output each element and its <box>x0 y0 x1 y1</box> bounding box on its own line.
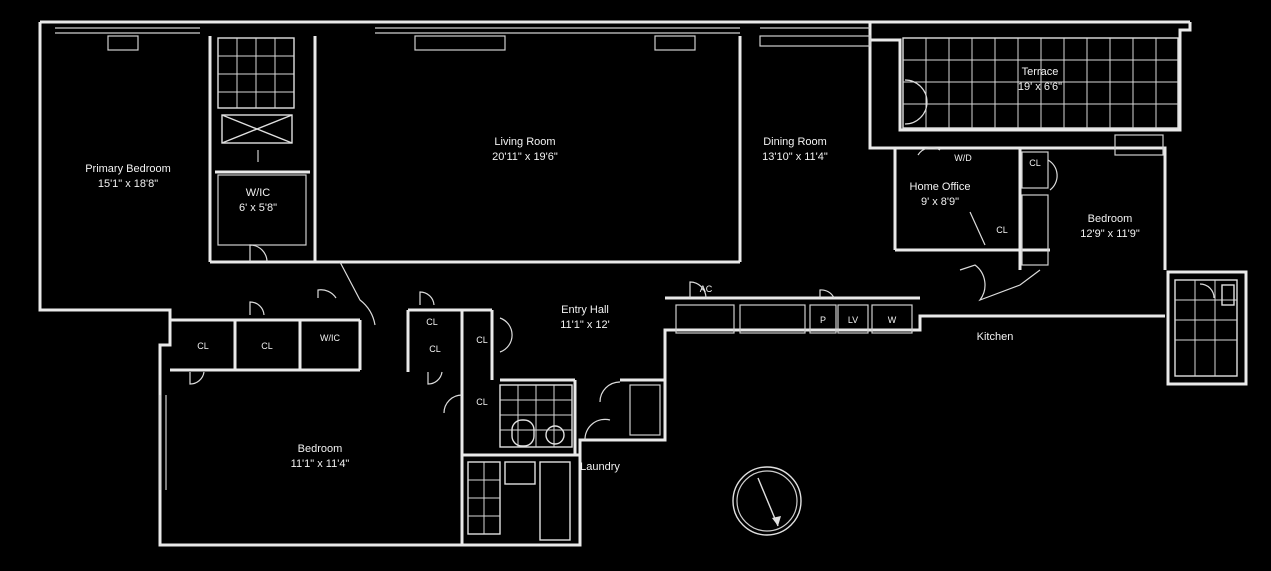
closet-label: CL <box>426 317 438 327</box>
bedroom-right-name: Bedroom <box>1088 213 1133 225</box>
closet-label: CL <box>261 341 273 351</box>
living-room-size: 20'11" x 19'6" <box>492 151 558 163</box>
interior-walls <box>170 36 1050 545</box>
tile-grids <box>217 37 1238 541</box>
dining-room-name: Dining Room <box>763 136 827 148</box>
dining-room-size: 13'10" x 11'4" <box>762 151 828 163</box>
lv-label: LV <box>848 315 858 325</box>
door-swings <box>189 79 1215 441</box>
home-office-size: 9' x 8'9" <box>921 196 959 208</box>
bedroom-right-size: 12'9" x 11'9" <box>1080 228 1140 240</box>
closet-label: CL <box>429 344 441 354</box>
closet-label: CL <box>476 335 488 345</box>
closet-label: CL <box>197 341 209 351</box>
bedroom-left-name: Bedroom <box>298 443 343 455</box>
closet-label: CL <box>476 397 488 407</box>
ac-label: AC <box>700 284 713 294</box>
living-room-name: Living Room <box>494 136 555 148</box>
windows <box>55 27 1164 490</box>
primary-bedroom-size: 15'1" x 18'8" <box>98 178 158 190</box>
room-labels: Primary Bedroom 15'1" x 18'8" W/IC 6' x … <box>85 66 1140 473</box>
closet-label: CL <box>1029 158 1041 168</box>
p-label: P <box>820 315 826 325</box>
wic-size: 6' x 5'8" <box>239 202 277 214</box>
entry-hall-name: Entry Hall <box>561 304 609 316</box>
exterior-walls <box>38 20 1248 547</box>
bedroom-left-size: 11'1" x 11'4" <box>291 458 350 470</box>
kitchen-name: Kitchen <box>977 331 1014 343</box>
closet-label: CL <box>996 225 1008 235</box>
wic-name: W/IC <box>246 187 270 199</box>
closet-labels: CL CL W/IC CL CL CL CL W/D CL CL AC P LV… <box>197 153 1041 407</box>
primary-bedroom-name: Primary Bedroom <box>85 163 171 175</box>
terrace-size: 19' x 6'6" <box>1018 81 1062 93</box>
laundry-name: Laundry <box>580 461 620 473</box>
w-label: W <box>888 315 897 325</box>
home-office-name: Home Office <box>910 181 971 193</box>
terrace-name: Terrace <box>1022 66 1059 78</box>
wd-label: W/D <box>954 153 972 163</box>
wic-small-label: W/IC <box>320 333 340 343</box>
compass <box>732 466 802 536</box>
entry-hall-size: 11'1" x 12' <box>560 319 610 331</box>
